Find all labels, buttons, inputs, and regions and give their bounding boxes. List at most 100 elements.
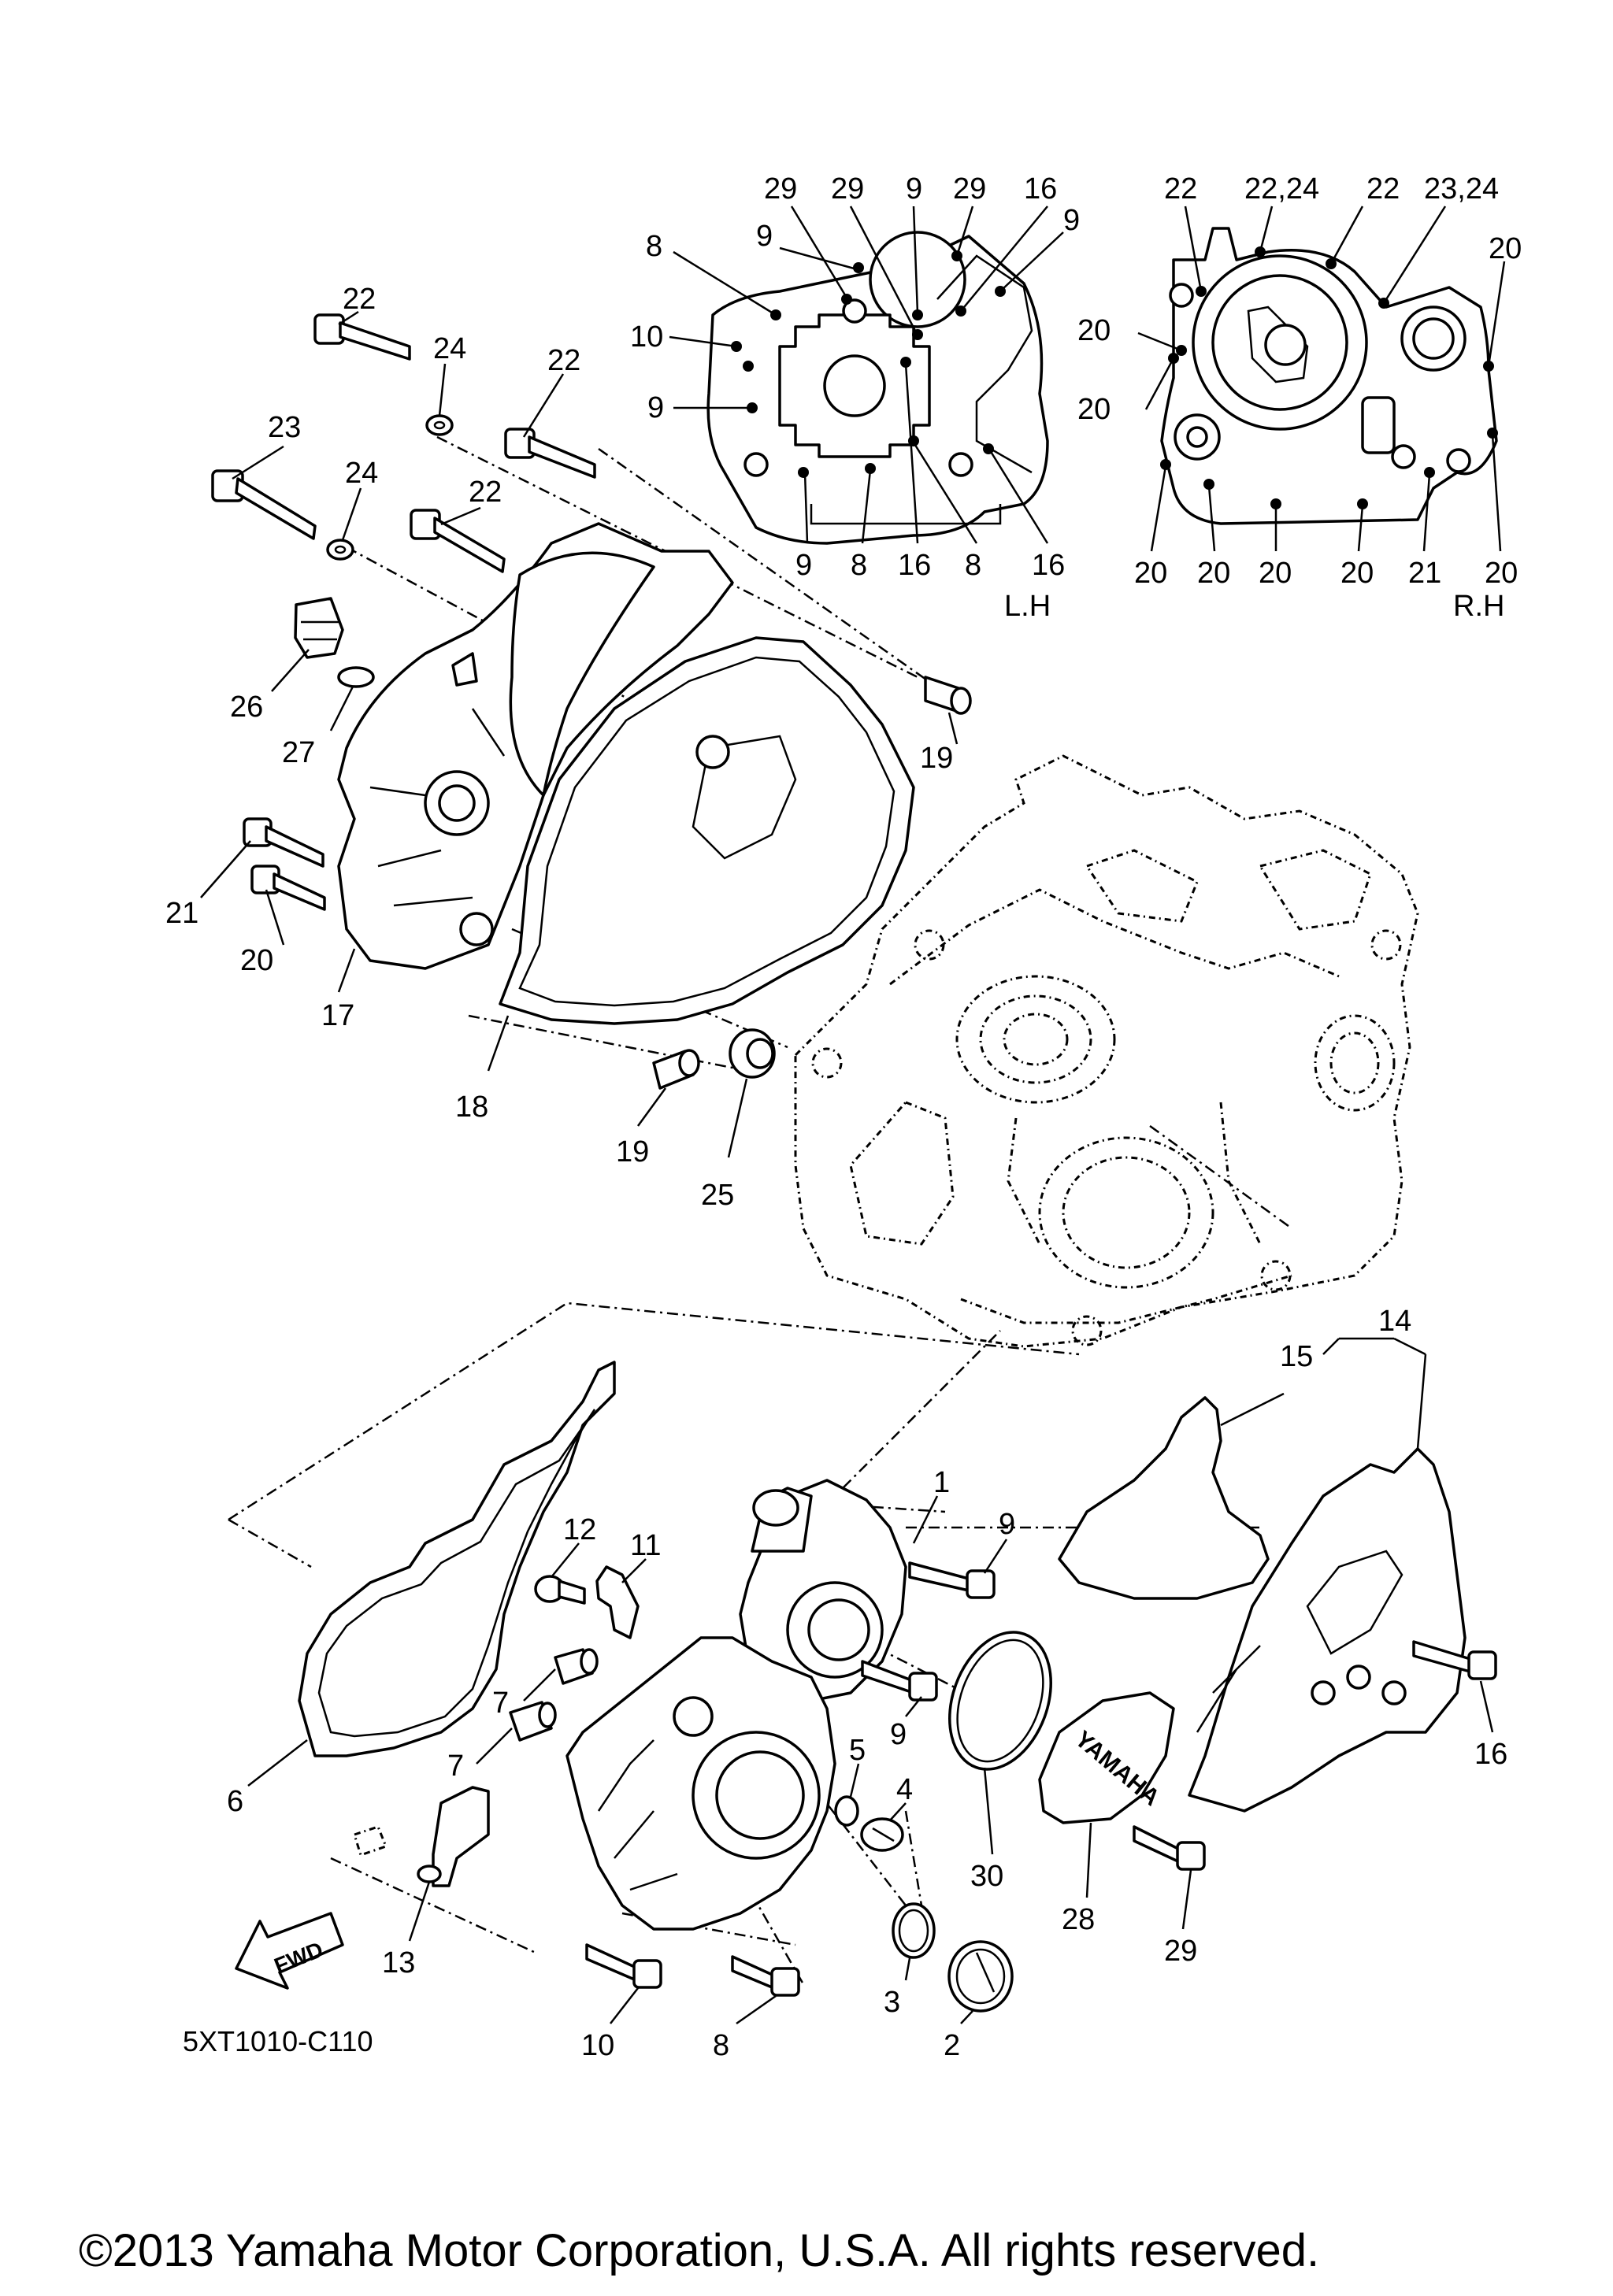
gasket-18 [499, 636, 915, 1025]
bolt-8 [731, 1955, 800, 1997]
lh-callout-16: 16 [1024, 172, 1057, 206]
callout-7: 7 [492, 1687, 509, 1720]
rh-callout-23-24: 23,24 [1424, 172, 1499, 206]
crankcase-cover-group: 22 24 22 23 24 22 26 27 19 21 20 17 18 1… [165, 283, 972, 1212]
callout-30: 30 [970, 1860, 1003, 1893]
callout-16: 16 [1474, 1738, 1507, 1771]
bracket-13 [432, 1786, 490, 1887]
plug-4 [860, 1817, 904, 1852]
callout-26: 26 [230, 691, 263, 724]
sprocket-cover-14 [1188, 1447, 1467, 1813]
dowel-19b [652, 1049, 700, 1090]
callout-8: 8 [713, 2029, 729, 2062]
clamp-11 [595, 1565, 640, 1639]
filler-cap-26 [294, 597, 344, 659]
callout-20: 20 [240, 944, 273, 977]
callout-10: 10 [581, 2029, 614, 2062]
bolt-16 [1412, 1640, 1497, 1680]
rh-callout-20: 20 [1197, 557, 1230, 590]
gasket-6 [298, 1361, 616, 1757]
callout-23: 23 [268, 411, 301, 444]
callout-22: 22 [469, 476, 502, 509]
callout-17: 17 [321, 999, 354, 1032]
callout-9: 9 [890, 1718, 907, 1751]
callout-15: 15 [1280, 1340, 1313, 1373]
engine-crankcase-phantom [794, 754, 1419, 1348]
lh-callout-29: 29 [764, 172, 797, 206]
lh-callout-16: 16 [898, 549, 931, 582]
bolt-20 [250, 865, 326, 911]
o-ring-27 [337, 666, 375, 688]
lh-callout-8: 8 [646, 230, 662, 263]
callout-5: 5 [849, 1734, 866, 1767]
bolt-12 [534, 1575, 586, 1605]
callout-18: 18 [455, 1091, 488, 1124]
lh-callout-9: 9 [1063, 204, 1080, 237]
bolt-23 [211, 469, 317, 540]
rh-callout-20: 20 [1485, 557, 1518, 590]
dowel-19a [924, 676, 972, 715]
rh-inset: 22 22,24 22 23,24 20 20 20 20 20 20 20 2… [1077, 172, 1522, 623]
callout-9: 9 [999, 1508, 1015, 1541]
dowel-7a [554, 1648, 599, 1685]
rh-callout-21: 21 [1408, 557, 1441, 590]
bolt-9a [908, 1561, 996, 1599]
rh-callout-20: 20 [1489, 232, 1522, 265]
lh-callout-10: 10 [630, 320, 663, 354]
lh-callout-9: 9 [906, 172, 922, 206]
rh-callout-22: 22 [1366, 172, 1400, 206]
lh-callout-16: 16 [1032, 549, 1065, 582]
rh-callout-20: 20 [1340, 557, 1374, 590]
callout-2: 2 [944, 2029, 960, 2062]
callout-24: 24 [345, 457, 378, 490]
lh-label: L.H [1004, 590, 1051, 623]
lower-cover-group: YAMAHA FWD [227, 1302, 1507, 2062]
callout-1: 1 [933, 1466, 950, 1499]
cover-28: YAMAHA [1038, 1691, 1175, 1824]
lh-callout-8: 8 [965, 549, 981, 582]
callout-25: 25 [701, 1179, 734, 1212]
callout-22: 22 [343, 283, 376, 316]
rh-callout-20: 20 [1077, 393, 1111, 426]
seal-25 [729, 1028, 776, 1079]
callout-21: 21 [165, 897, 198, 930]
bolt-22b [504, 428, 596, 479]
callout-28: 28 [1062, 1903, 1095, 1936]
callout-22: 22 [547, 344, 580, 377]
rh-callout-20: 20 [1259, 557, 1292, 590]
bolt-21 [243, 817, 324, 868]
washer-24a [425, 414, 454, 436]
lh-callout-29: 29 [831, 172, 864, 206]
washer-24b [326, 539, 354, 561]
gasket-15 [1058, 1396, 1270, 1600]
rh-callout-20: 20 [1134, 557, 1167, 590]
callout-29: 29 [1164, 1935, 1197, 1968]
rh-callout-20: 20 [1077, 314, 1111, 347]
callout-14: 14 [1378, 1305, 1411, 1338]
bolt-29 [1133, 1825, 1206, 1871]
bolt-22c [410, 509, 506, 573]
callout-19: 19 [920, 742, 953, 775]
reference-code: 5XT1010-C110 [183, 2025, 373, 2057]
o-ring-30 [948, 1631, 1052, 1771]
o-ring-5 [834, 1795, 859, 1827]
copyright-notice: ©2013 Yamaha Motor Corporation, U.S.A. A… [79, 2225, 1319, 2276]
callout-12: 12 [563, 1513, 596, 1546]
plug-2 [947, 1940, 1014, 2013]
lh-callout-8: 8 [851, 549, 867, 582]
lh-callout-29: 29 [953, 172, 986, 206]
callout-6: 6 [227, 1785, 243, 1818]
lh-callout-9: 9 [795, 549, 812, 582]
callout-13: 13 [382, 1946, 415, 1979]
bolt-22a [313, 313, 411, 361]
callout-7: 7 [447, 1750, 464, 1783]
bolt-10 [585, 1943, 662, 1989]
rh-callout-22: 22 [1164, 172, 1197, 206]
dowel-7b [509, 1701, 557, 1742]
callout-3: 3 [884, 1986, 900, 2019]
lh-callout-9: 9 [756, 220, 773, 253]
lh-callout-9: 9 [647, 391, 664, 424]
fwd-arrow: FWD [235, 1912, 344, 1990]
callout-27: 27 [282, 736, 315, 769]
